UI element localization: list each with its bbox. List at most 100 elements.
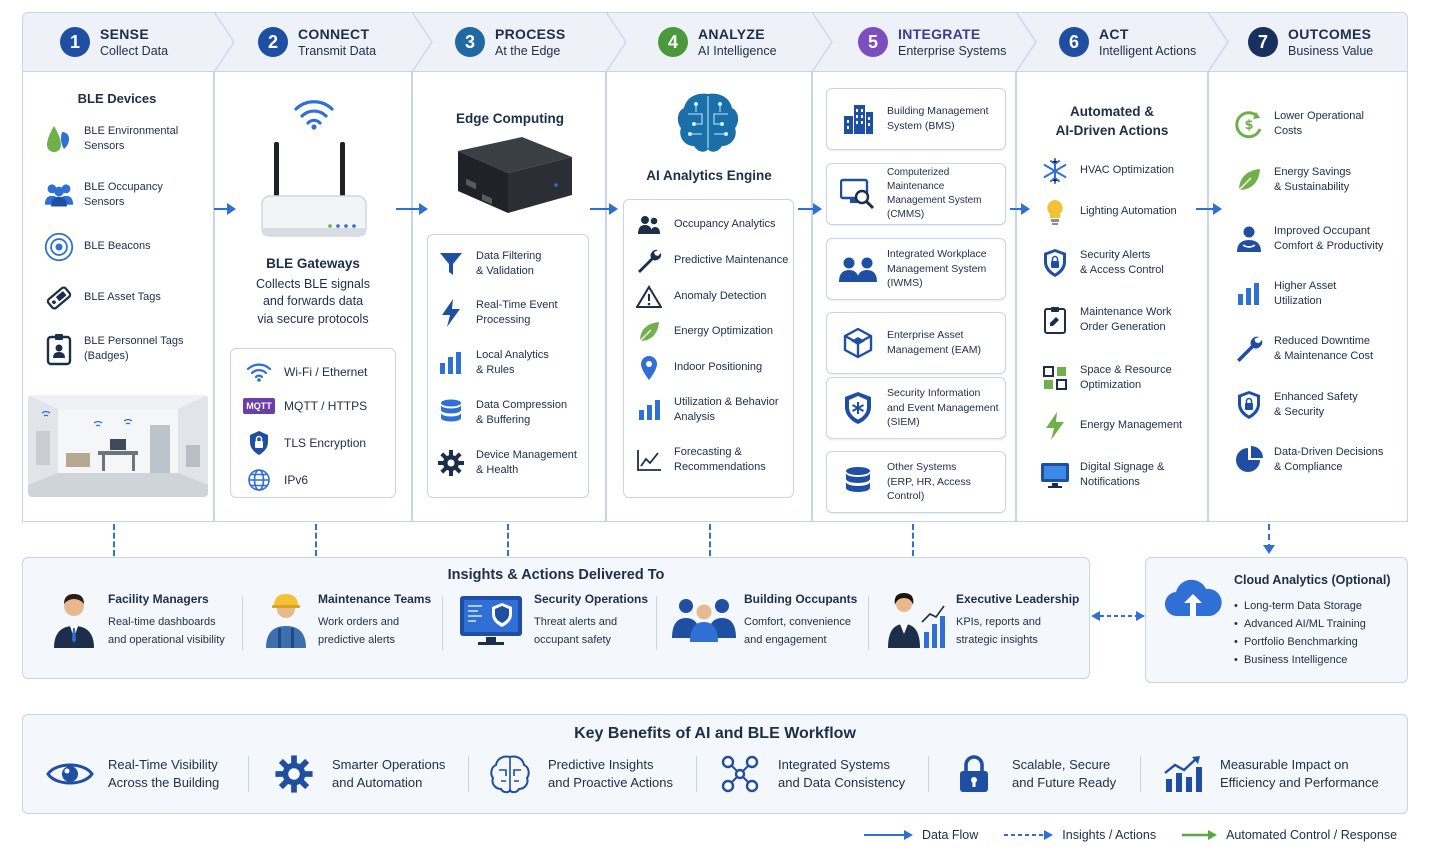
- system-label: Security Information and Event Managemen…: [887, 386, 999, 429]
- shield-lock-icon: [1040, 248, 1070, 278]
- beacon-icon: [44, 232, 74, 262]
- technician-avatar-icon: [266, 594, 306, 648]
- sense-item-label: BLE Beacons: [84, 240, 151, 253]
- process-item-device-management: Device Management & Health: [436, 448, 577, 479]
- droplet-leaf-icon: [44, 124, 74, 154]
- stage-subtitle: Business Value: [1288, 44, 1374, 58]
- system-label: Computerized Maintenance Management Syst…: [887, 167, 982, 220]
- act-item-security: Security Alerts & Access Control: [1040, 248, 1164, 279]
- gear-icon: [270, 752, 318, 796]
- analyze-item-energy: Energy Optimization: [634, 317, 773, 347]
- process-item-label: Data Compression & Buffering: [476, 399, 568, 427]
- divider: [248, 756, 249, 792]
- lightning-icon: [436, 298, 466, 328]
- padlock-icon: [950, 752, 998, 796]
- legend: Data Flow Insights / Actions Automated C…: [864, 828, 1397, 842]
- cloud-list-item: • Business Intelligence: [1234, 654, 1348, 666]
- process-item-realtime: Real-Time Event Processing: [436, 298, 558, 329]
- protocol-label: TLS Encryption: [284, 435, 367, 450]
- protocol-wifi: Wi-Fi / Ethernet: [244, 357, 367, 387]
- protocol-tls: TLS Encryption: [244, 428, 366, 458]
- system-siem: Security Information and Event Managemen…: [826, 377, 1006, 439]
- divider: [442, 596, 443, 650]
- outcome-label: Energy Savings & Sustainability: [1274, 166, 1352, 194]
- benefits-panel: [22, 714, 1408, 814]
- monitor-search-icon: [837, 174, 879, 214]
- analyze-item-label: Forecasting & Recommendations: [674, 446, 766, 474]
- benefit-operations: Smarter Operations and Automation: [270, 752, 445, 796]
- analyze-item-forecasting: Forecasting & Recommendations: [634, 445, 766, 476]
- stage-title: OUTCOMES: [1288, 26, 1372, 42]
- stage-number: 4: [658, 27, 688, 57]
- line-chart-icon: [634, 445, 664, 475]
- ai-brain-icon: [677, 93, 739, 152]
- act-item-label: Energy Management: [1080, 419, 1183, 432]
- protocol-label: IPv6: [284, 472, 309, 487]
- cloud-list-item: • Advanced AI/ML Training: [1234, 618, 1366, 630]
- stage-number: 5: [858, 27, 888, 57]
- divider: [868, 596, 869, 650]
- insight-connector: [315, 524, 317, 556]
- benefit-scalable: Scalable, Secure and Future Ready: [950, 752, 1116, 796]
- benefit-label: Smarter Operations and Automation: [332, 756, 446, 790]
- audience-desc: Threat alerts and occupant safety: [534, 616, 618, 646]
- ai-engine-title: AI Analytics Engine: [646, 168, 772, 183]
- sense-item-beacons: BLE Beacons: [44, 232, 151, 262]
- database-icon: [837, 462, 879, 502]
- column-integrate: [812, 72, 1016, 522]
- edge-computing-title: Edge Computing: [456, 111, 564, 126]
- cloud-list: • Long-term Data Storage • Advanced AI/M…: [1234, 597, 1366, 669]
- people-icon: [634, 210, 664, 240]
- benefit-visibility: Real-Time Visibility Across the Building: [46, 752, 219, 796]
- monitor-icon: [1040, 460, 1070, 490]
- process-item-label: Device Management & Health: [476, 449, 577, 477]
- edge-device-icon: [458, 137, 572, 213]
- outcome-data-driven: Data-Driven Decisions & Compliance: [1234, 445, 1383, 476]
- wifi-icon: [294, 100, 334, 130]
- system-iwms: Integrated Workplace Management System (…: [826, 238, 1006, 300]
- gateway-router-icon: [261, 142, 367, 237]
- flow-arrow: [396, 203, 428, 215]
- system-label: Integrated Workplace Management System (…: [887, 247, 987, 290]
- flow-arrow: [214, 203, 236, 215]
- stage-title: CONNECT: [298, 26, 370, 42]
- act-item-energy: Energy Management: [1040, 411, 1182, 441]
- act-item-signage: Digital Signage & Notifications: [1040, 460, 1164, 491]
- growth-chart-icon: [1158, 752, 1206, 796]
- lightbulb-icon: [1040, 197, 1070, 227]
- gear-icon: [436, 448, 466, 478]
- legend-label: Insights / Actions: [1062, 828, 1157, 842]
- stage-subtitle: At the Edge: [495, 44, 561, 58]
- gateway-description: Collects BLE signals and forwards data v…: [256, 277, 370, 326]
- cloud-list-item: • Long-term Data Storage: [1234, 600, 1362, 612]
- shield-lock-icon: [1234, 390, 1264, 420]
- benefits-title: Key Benefits of AI and BLE Workflow: [574, 725, 856, 742]
- building-icon: [837, 99, 879, 139]
- analyze-functions-panel: [623, 199, 794, 498]
- protocol-mqtt: MQTT MQTT / HTTPS: [243, 391, 367, 421]
- analyze-item-anomaly: Anomaly Detection: [634, 282, 766, 312]
- flow-arrow: [1010, 203, 1030, 215]
- flow-arrow: [798, 203, 822, 215]
- divider: [242, 596, 243, 650]
- system-eam: Enterprise Asset Management (EAM): [826, 312, 1006, 374]
- wrench-icon: [634, 246, 664, 276]
- sense-item-label: BLE Occupancy Sensors: [84, 181, 163, 209]
- tag-icon: [44, 283, 74, 313]
- cloud-title: Cloud Analytics (Optional): [1234, 573, 1391, 587]
- eye-icon: [46, 752, 94, 796]
- bidirectional-dashed-arrow: [1091, 611, 1145, 621]
- sense-item-label: BLE Asset Tags: [84, 291, 161, 304]
- outcome-reduced-downtime: Reduced Downtime & Maintenance Cost: [1234, 334, 1373, 365]
- badge-icon: [44, 334, 74, 366]
- act-item-label: Maintenance Work Order Generation: [1080, 306, 1172, 334]
- act-item-workorder: Maintenance Work Order Generation: [1040, 305, 1172, 336]
